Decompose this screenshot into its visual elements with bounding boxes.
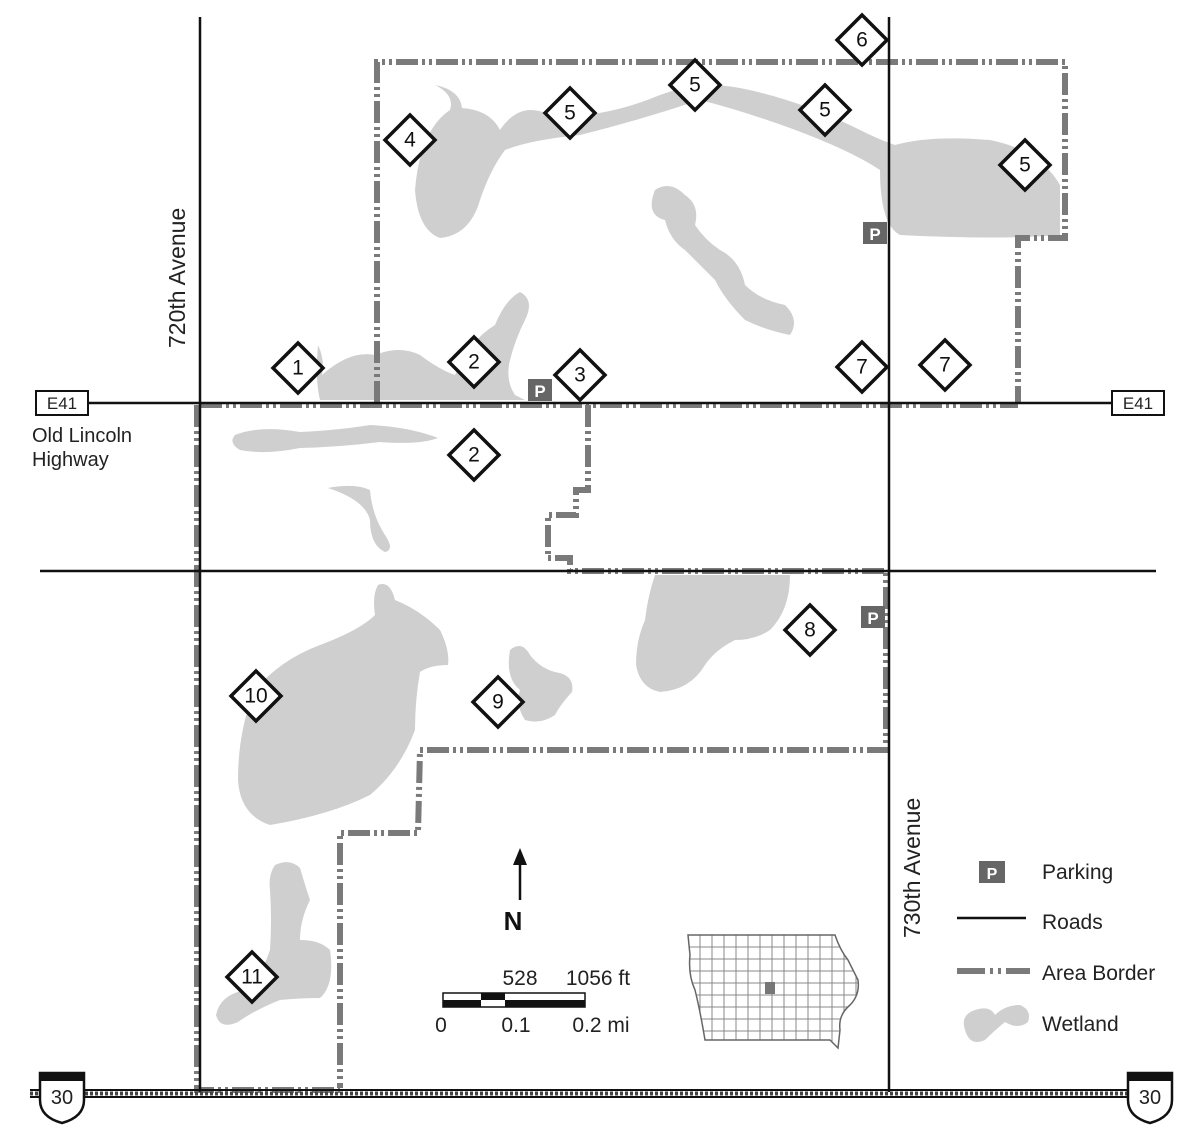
- site-marker: 5: [542, 85, 598, 141]
- us30-shield-east: 30: [1126, 1071, 1174, 1125]
- site-marker: 7: [834, 339, 890, 395]
- diamond-marker-icon: [552, 347, 608, 403]
- road-label-720th: 720th Avenue: [164, 208, 190, 348]
- scale-mi-end: 0.2 mi: [572, 1014, 629, 1037]
- site-marker: 5: [667, 57, 723, 113]
- us30-highway: [30, 1089, 1170, 1098]
- svg-text:P: P: [987, 866, 998, 883]
- site-number: 5: [819, 99, 831, 122]
- roads: [30, 17, 1170, 1098]
- diamond-marker-icon: [834, 339, 890, 395]
- site-marker: 7: [917, 337, 973, 393]
- diamond-marker-icon: [470, 674, 526, 730]
- e41-shield-west: E41: [35, 390, 89, 416]
- legend-wetland: Wetland: [963, 1005, 1119, 1043]
- scale-bar: 528 1056 ft 0 0.1 0.2 mi: [435, 967, 630, 1037]
- site-marker: 6: [834, 12, 890, 68]
- svg-text:Roads: Roads: [1042, 911, 1103, 934]
- site-number: 6: [856, 29, 868, 52]
- diamond-marker-icon: [270, 340, 326, 396]
- site-number: 2: [468, 444, 480, 467]
- site-number: 7: [856, 356, 868, 379]
- diamond-marker-icon: [446, 334, 502, 390]
- site-number: 11: [241, 966, 263, 989]
- site-number: 4: [404, 129, 416, 152]
- diamond-marker-icon: [224, 949, 280, 1005]
- north-arrow: N: [504, 848, 527, 936]
- road-label-730th: 730th Avenue: [899, 798, 925, 938]
- diamond-marker-icon: [834, 12, 890, 68]
- scale-ft-mid: 528: [502, 967, 537, 990]
- site-number: 5: [1019, 154, 1031, 177]
- site-marker: 4: [382, 112, 438, 168]
- parking-marker: P: [863, 222, 887, 244]
- scale-mi-mid: 0.1: [501, 1014, 530, 1037]
- diamond-marker-icon: [667, 57, 723, 113]
- site-number: 8: [804, 619, 816, 642]
- site-number: 10: [244, 685, 267, 708]
- site-number: 9: [492, 691, 504, 714]
- site-marker: 5: [997, 137, 1053, 193]
- scale-mi-start: 0: [435, 1014, 447, 1037]
- site-marker: 9: [470, 674, 526, 730]
- diamond-marker-icon: [542, 85, 598, 141]
- diamond-marker-icon: [797, 82, 853, 138]
- us30-shield-west: 30: [38, 1071, 86, 1125]
- site-marker: 8: [782, 602, 838, 658]
- svg-text:Area Border: Area Border: [1042, 962, 1155, 985]
- svg-text:30: 30: [1139, 1087, 1161, 1109]
- svg-text:P: P: [867, 609, 878, 628]
- scale-ft-end: 1056 ft: [566, 967, 630, 990]
- site-number: 5: [689, 74, 701, 97]
- svg-text:Wetland: Wetland: [1042, 1013, 1119, 1036]
- parking-marker: P: [528, 379, 552, 401]
- svg-text:E41: E41: [1123, 394, 1153, 413]
- legend: P Parking Roads Area Border Wetland: [957, 861, 1155, 1043]
- site-marker: 2: [446, 427, 502, 483]
- e41-name-line1: Old Lincoln: [32, 425, 132, 447]
- legend-roads: Roads: [957, 911, 1103, 934]
- diamond-marker-icon: [782, 602, 838, 658]
- svg-text:Parking: Parking: [1042, 861, 1113, 884]
- site-marker: 2: [446, 334, 502, 390]
- iowa-locator-inset: [687, 934, 860, 1050]
- diamond-marker-icon: [917, 337, 973, 393]
- site-marker: 3: [552, 347, 608, 403]
- diamond-marker-icon: [382, 112, 438, 168]
- site-number: 2: [468, 351, 480, 374]
- site-marker: 11: [224, 949, 280, 1005]
- site-number: 7: [939, 354, 951, 377]
- site-number: 1: [292, 357, 304, 380]
- diamond-marker-icon: [228, 668, 284, 724]
- svg-text:30: 30: [51, 1087, 73, 1109]
- diamond-marker-icon: [997, 137, 1053, 193]
- legend-area-border: Area Border: [957, 962, 1155, 985]
- wetland: [415, 85, 1060, 238]
- legend-parking: P Parking: [979, 861, 1113, 884]
- site-marker: 5: [797, 82, 853, 138]
- svg-text:N: N: [504, 906, 523, 936]
- svg-text:P: P: [534, 382, 545, 401]
- site-marker: 10: [228, 668, 284, 724]
- diamond-marker-icon: [446, 427, 502, 483]
- site-number: 5: [564, 102, 576, 125]
- site-marker: 1: [270, 340, 326, 396]
- site-number: 3: [574, 364, 586, 387]
- e41-shield-east: E41: [1111, 390, 1165, 416]
- svg-text:E41: E41: [47, 394, 77, 413]
- e41-name-line2: Highway: [32, 449, 109, 471]
- parking-marker: P: [861, 606, 885, 628]
- svg-text:P: P: [869, 225, 880, 244]
